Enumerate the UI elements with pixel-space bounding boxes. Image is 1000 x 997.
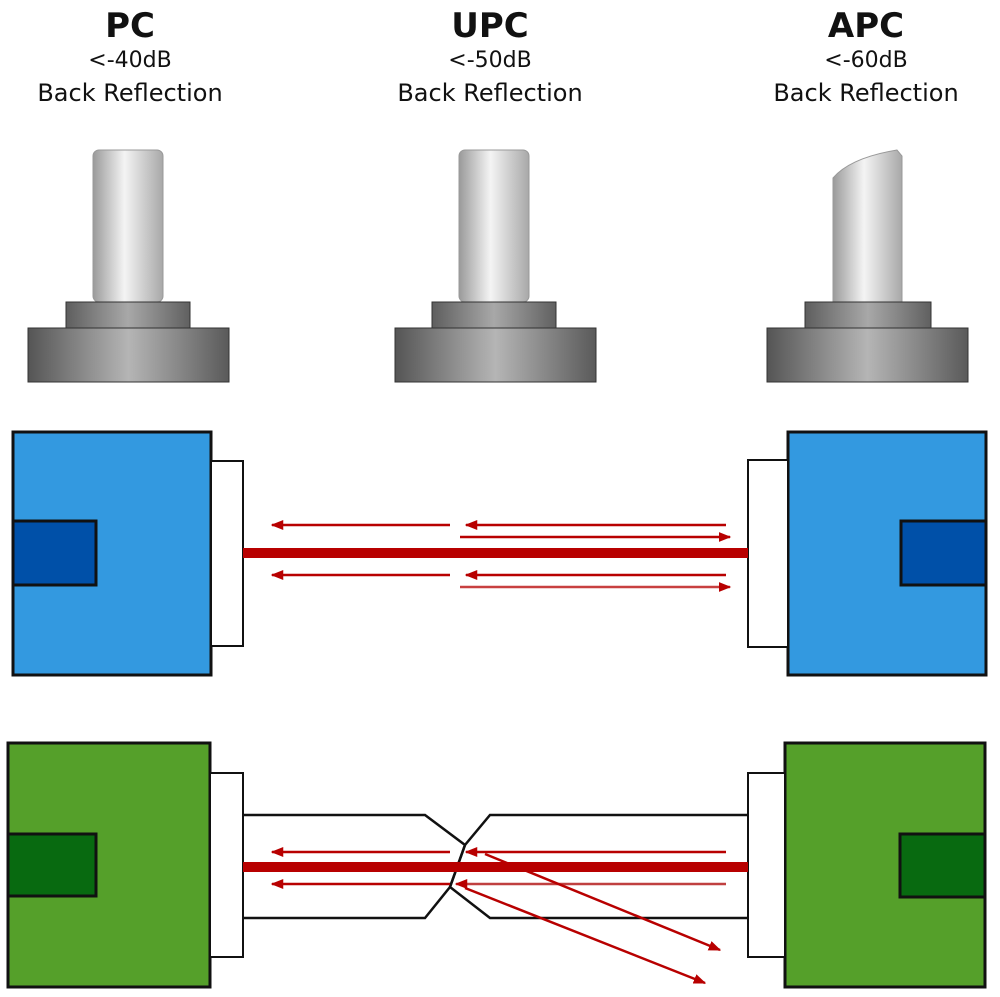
pc-title: PC xyxy=(105,6,155,46)
left-ferrule-end xyxy=(209,772,244,958)
pc-reflection-value: <-40dB xyxy=(88,48,172,73)
upc-mating-diagram xyxy=(11,430,988,677)
pc-label: PC <-40dB Back Reflection xyxy=(20,6,240,110)
apc-label: APC <-60dB Back Reflection xyxy=(756,6,976,110)
left-connector-core xyxy=(11,519,98,587)
apc-mating-diagram xyxy=(6,741,987,989)
fiber-core-path xyxy=(243,548,748,558)
right-ferrule-end xyxy=(747,772,786,958)
upc-label: UPC <-50dB Back Reflection xyxy=(380,6,600,110)
apc-ferrule-icon xyxy=(766,149,969,383)
right-connector-core xyxy=(899,519,988,587)
deflected-arrow xyxy=(484,852,722,952)
apc-caption: Back Reflection xyxy=(773,79,959,107)
apc-reflection-value: <-60dB xyxy=(824,48,908,73)
upc-title: UPC xyxy=(451,6,529,46)
upc-reflection-value: <-50dB xyxy=(448,48,532,73)
right-connector-core xyxy=(898,832,987,899)
left-connector-core xyxy=(6,832,98,898)
right-ferrule-end xyxy=(747,459,789,648)
fiber-core-path xyxy=(243,862,748,872)
apc-title: APC xyxy=(827,6,905,46)
left-ferrule-end xyxy=(210,460,244,647)
pc-ferrule-icon xyxy=(27,149,230,383)
deflected-arrow xyxy=(464,886,707,985)
upc-caption: Back Reflection xyxy=(397,79,583,107)
pc-caption: Back Reflection xyxy=(37,79,223,107)
upc-ferrule-icon xyxy=(394,149,597,383)
